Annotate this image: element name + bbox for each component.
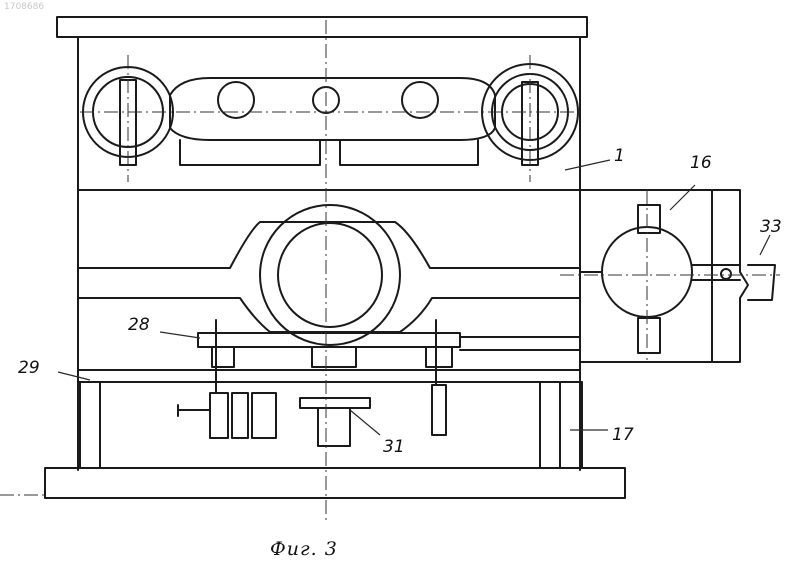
label-29: 29 bbox=[18, 358, 40, 378]
leader-29 bbox=[58, 372, 90, 380]
label-28: 28 bbox=[128, 315, 150, 335]
shaft-33 bbox=[748, 265, 775, 300]
table-support-3 bbox=[426, 347, 452, 367]
leader-33 bbox=[760, 235, 770, 255]
leader-16 bbox=[670, 185, 695, 210]
table-support-2 bbox=[312, 347, 356, 367]
side-pin bbox=[721, 269, 731, 279]
leg-right-17 bbox=[560, 382, 582, 468]
side-shaft bbox=[580, 265, 740, 280]
label-16: 16 bbox=[690, 153, 712, 173]
window-right bbox=[340, 140, 478, 165]
main-bearing-outer bbox=[260, 205, 400, 345]
rod-right bbox=[432, 385, 446, 435]
gear-1 bbox=[210, 393, 228, 438]
table-extension bbox=[460, 337, 580, 350]
main-bearing-inner bbox=[278, 223, 382, 327]
gear-2 bbox=[232, 393, 248, 438]
table-28 bbox=[198, 333, 580, 367]
part-labels: 1 16 33 28 29 31 17 bbox=[18, 146, 782, 457]
document-stamp: 1708686 bbox=[4, 2, 44, 12]
center-assembly bbox=[78, 205, 580, 345]
leader-31 bbox=[350, 410, 380, 435]
base-plate bbox=[45, 468, 625, 498]
label-1: 1 bbox=[614, 146, 625, 166]
link-hole-left bbox=[218, 82, 254, 118]
shaft-31 bbox=[318, 408, 350, 446]
link-hole-right bbox=[402, 82, 438, 118]
leader-1 bbox=[565, 160, 610, 170]
label-33: 33 bbox=[760, 217, 782, 237]
top-plate bbox=[57, 17, 587, 37]
plate-31 bbox=[300, 398, 370, 408]
handle bbox=[178, 405, 210, 416]
window-left bbox=[180, 140, 320, 165]
leg-left bbox=[80, 382, 100, 468]
upper-assembly bbox=[83, 64, 578, 165]
link-plate bbox=[170, 78, 495, 140]
label-17: 17 bbox=[612, 425, 634, 445]
bearing-yoke-top bbox=[78, 222, 580, 268]
part-16-bottom-lug bbox=[638, 318, 660, 353]
gear-3 bbox=[252, 393, 276, 438]
side-housing bbox=[580, 190, 775, 362]
label-31: 31 bbox=[383, 437, 405, 457]
figure-caption: Фиг. 3 bbox=[270, 538, 338, 560]
leader-28 bbox=[160, 332, 200, 338]
